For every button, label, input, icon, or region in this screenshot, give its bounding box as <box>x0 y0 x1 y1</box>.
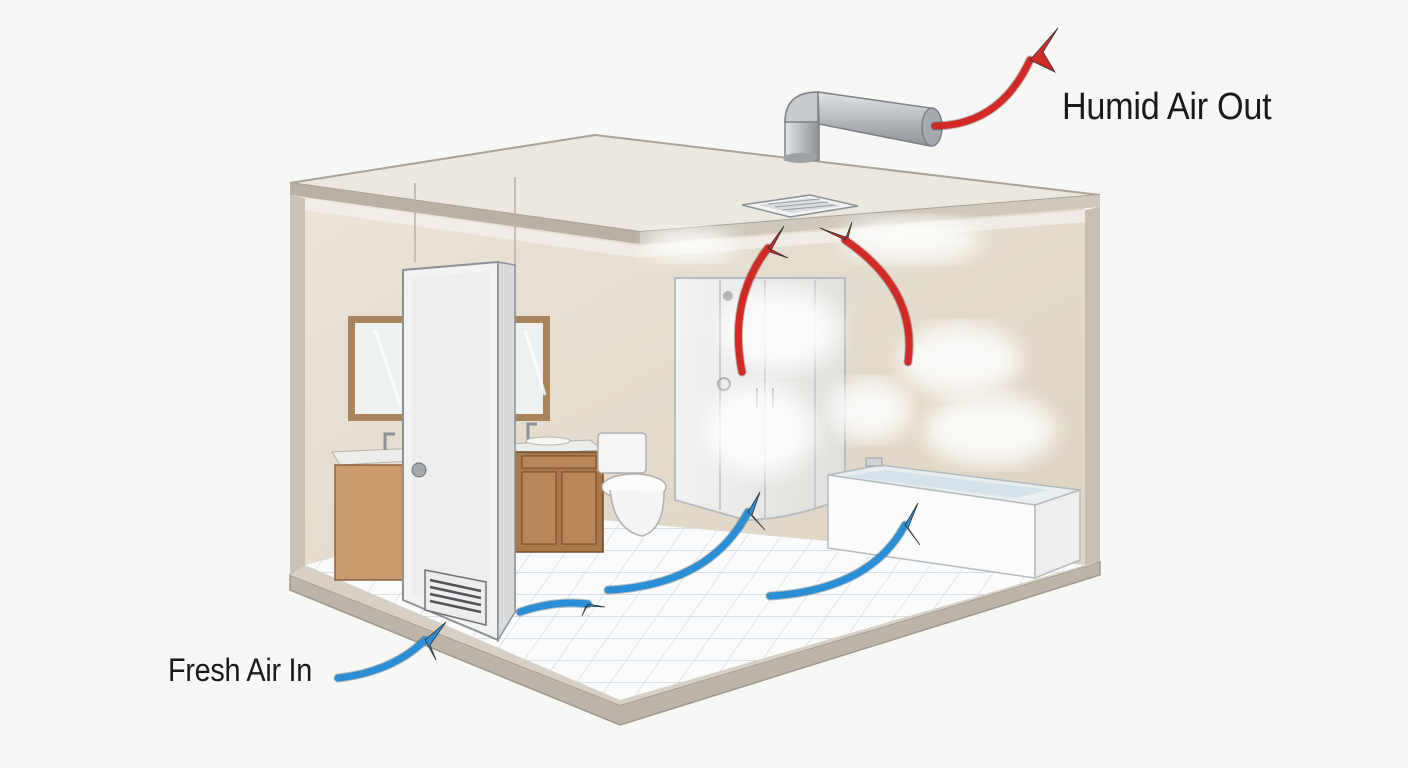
exhaust-fan-icon <box>741 194 859 218</box>
fresh-air-arrow-inlet-head <box>424 621 447 661</box>
humid-air-arrow-left <box>733 225 789 377</box>
humid-air-arrow-exhaust-shaft <box>931 56 1034 130</box>
humid-air-arrow-exhaust <box>930 27 1059 131</box>
door-vent-icon <box>424 569 487 626</box>
fresh-air-arrow-floor-1-head <box>581 603 606 617</box>
humid-air-arrow-right-shaft <box>841 236 913 366</box>
fresh-air-arrow-floor-2-head <box>747 491 766 531</box>
fresh-air-arrow-floor-1 <box>515 598 606 617</box>
fresh-air-arrow-floor-2-shaft <box>604 508 752 594</box>
fresh-air-arrow-floor-3-shaft <box>766 521 909 600</box>
door <box>402 260 516 643</box>
fresh-air-arrow-floor-3-head <box>904 502 921 546</box>
toilet <box>597 432 667 537</box>
steam-clouds <box>645 218 1055 475</box>
fresh-air-arrow-floor-1-shaft <box>516 599 592 616</box>
fresh-air-arrow-inlet-outline <box>333 635 430 683</box>
fresh-air-arrow-floor-2 <box>603 491 766 595</box>
fresh-air-arrow-inlet-shaft <box>334 636 429 682</box>
humid-air-arrow-left-head <box>767 225 789 259</box>
humid-air-arrow-right-head <box>819 221 853 241</box>
door-knob <box>411 462 427 478</box>
exhaust-duct <box>783 91 943 163</box>
fresh-air-in-label: Fresh Air In <box>168 652 313 688</box>
fresh-air-arrow-floor-3 <box>765 502 921 601</box>
humid-air-arrow-left-shaft <box>734 244 772 376</box>
humid-air-arrow-exhaust-head <box>1029 27 1059 73</box>
humid-air-arrow-right <box>819 221 914 367</box>
fresh-air-arrow-inlet <box>333 621 447 683</box>
humid-air-out-label: Humid Air Out <box>1062 86 1272 128</box>
bathtub <box>827 457 1081 580</box>
